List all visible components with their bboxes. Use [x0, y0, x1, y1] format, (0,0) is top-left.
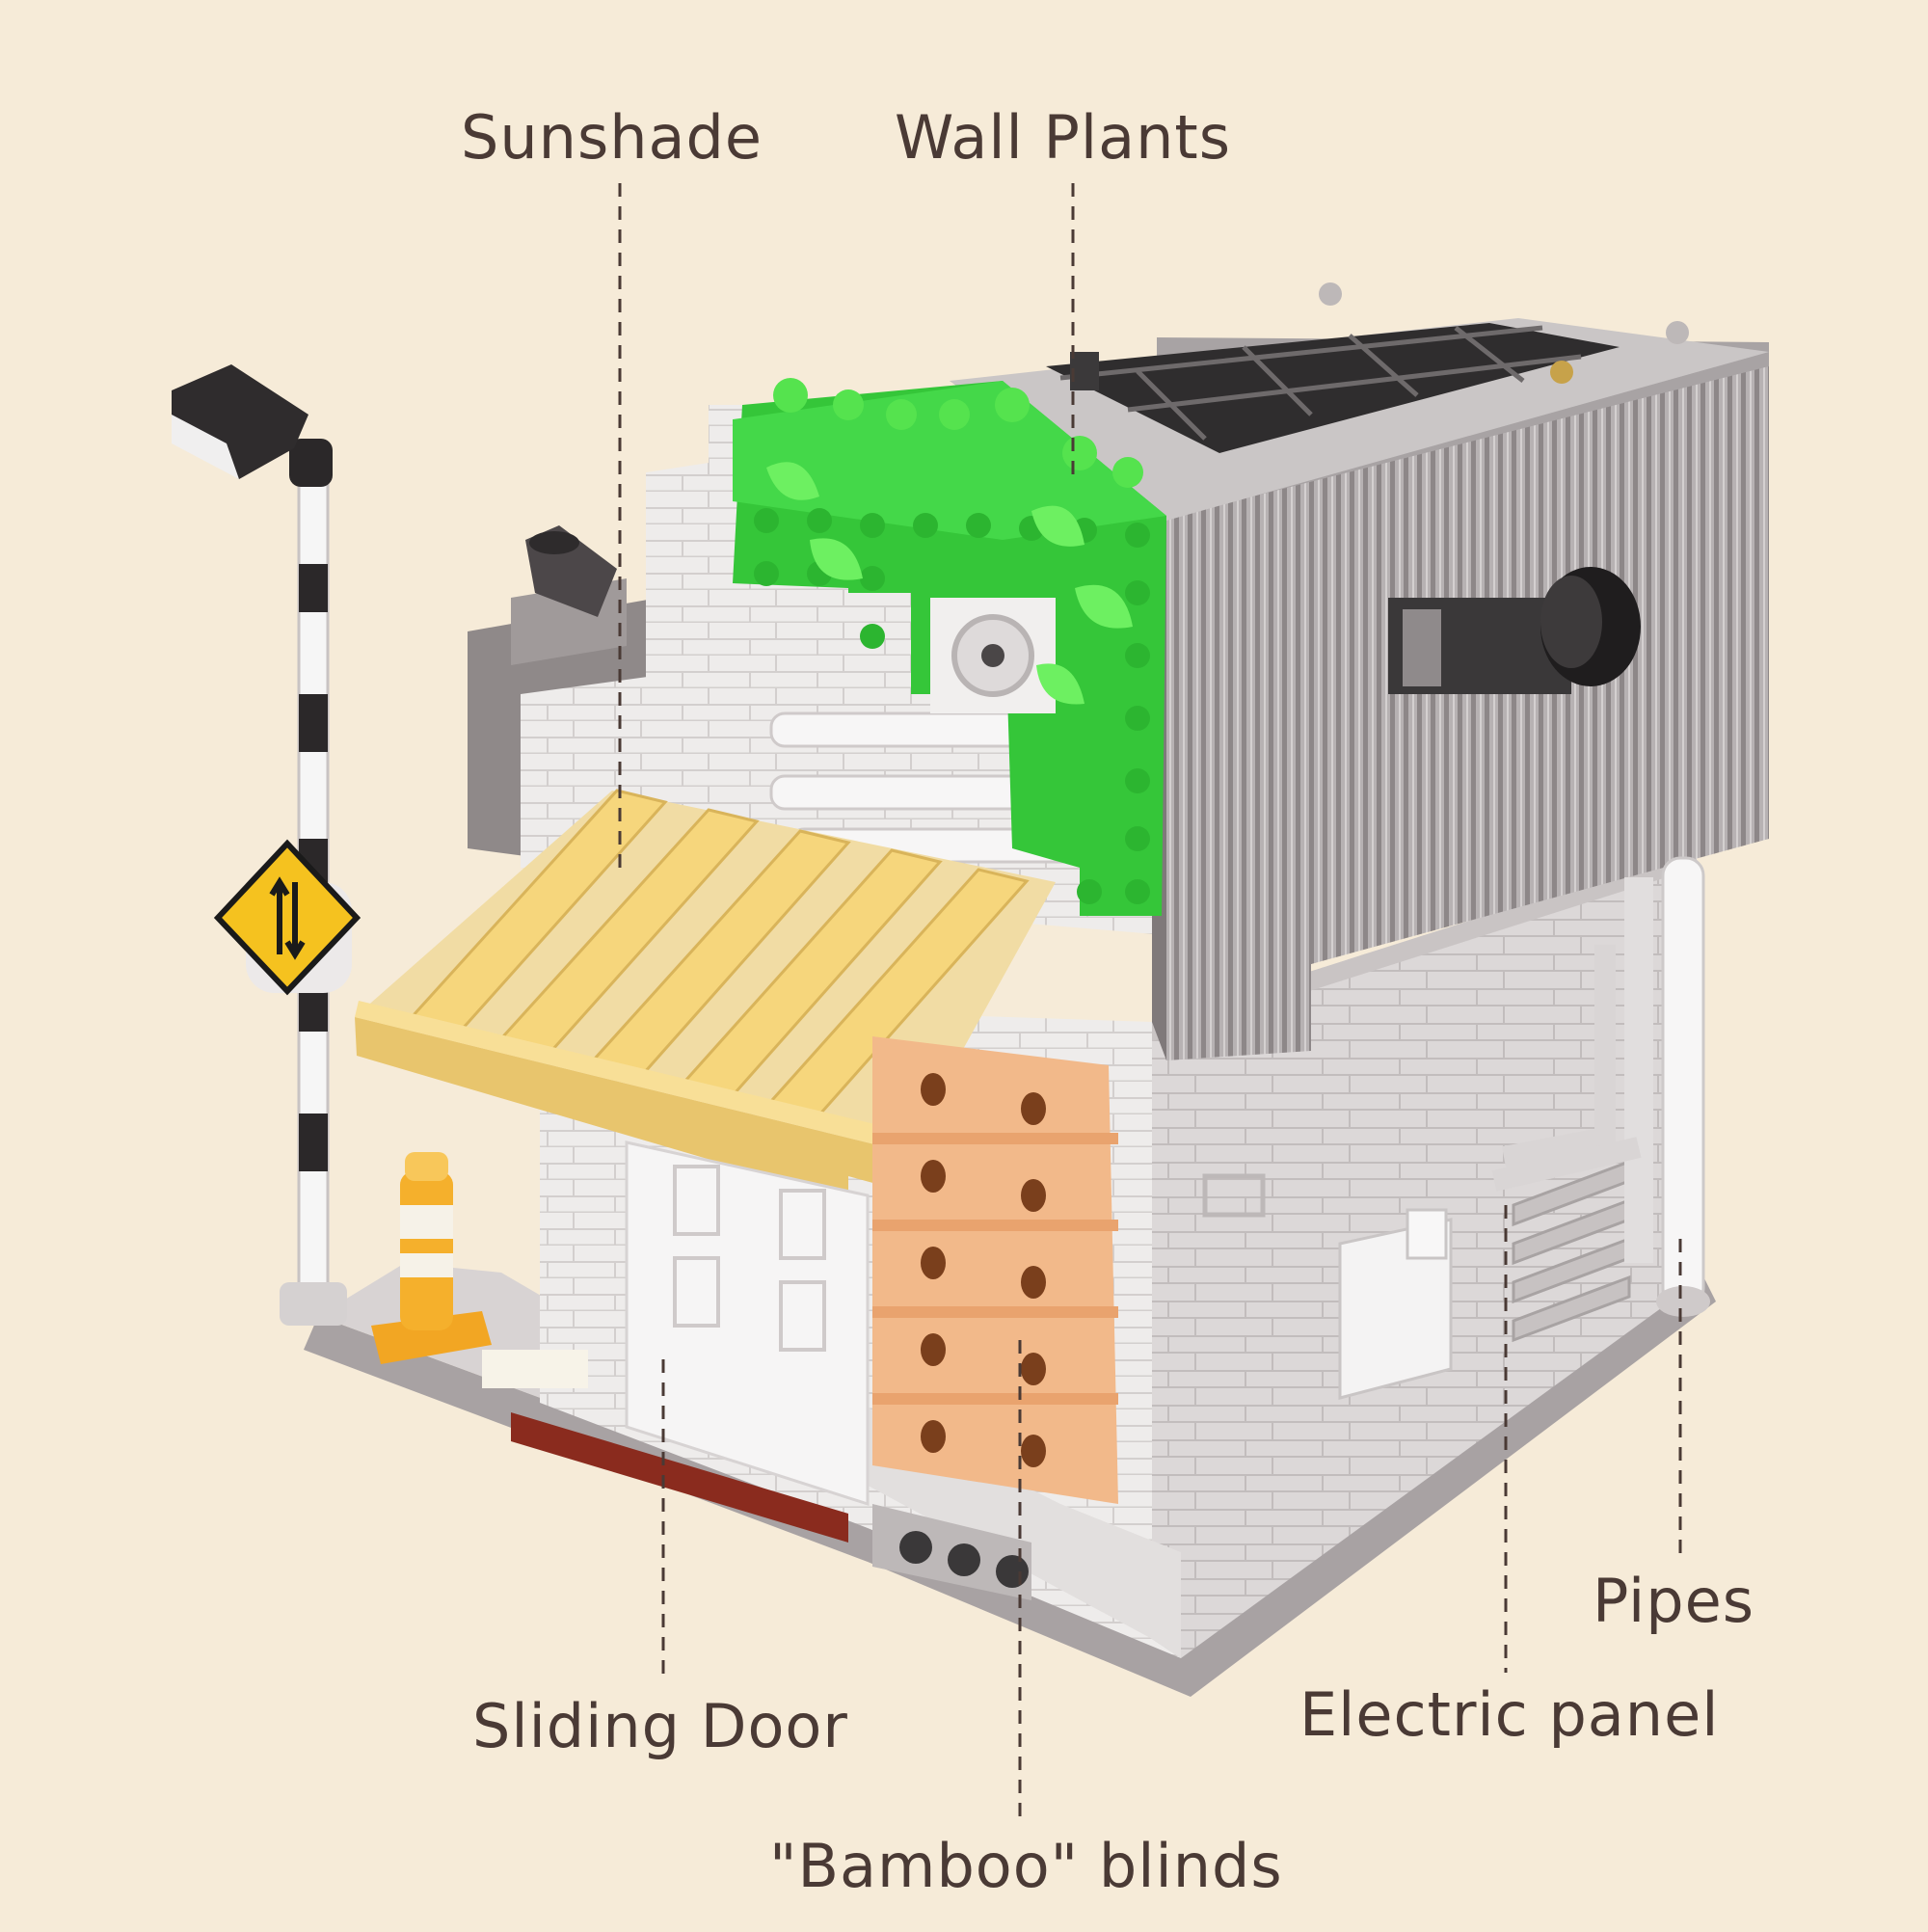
electric-panel: [1202, 1159, 1631, 1400]
callout-leader-lines: [618, 183, 1682, 1822]
sliding-door: [511, 1140, 870, 1543]
bamboo-blinds: [872, 1036, 1118, 1504]
callout-electric-panel: Electric panel: [1299, 1679, 1720, 1750]
callout-bamboo-blinds: "Bamboo" blinds: [769, 1831, 1283, 1901]
double-arrow-road-sign-icon: [213, 839, 362, 996]
callout-pipes: Pipes: [1593, 1566, 1755, 1636]
street-lamp: [172, 364, 347, 1326]
traffic-bollard-icon: [371, 1152, 588, 1388]
callout-wall-plants: Wall Plants: [895, 102, 1232, 173]
callout-sliding-door: Sliding Door: [472, 1691, 848, 1761]
pipes: [1491, 856, 1710, 1317]
wall-plants: [733, 378, 1166, 916]
callout-sunshade: Sunshade: [461, 102, 763, 173]
